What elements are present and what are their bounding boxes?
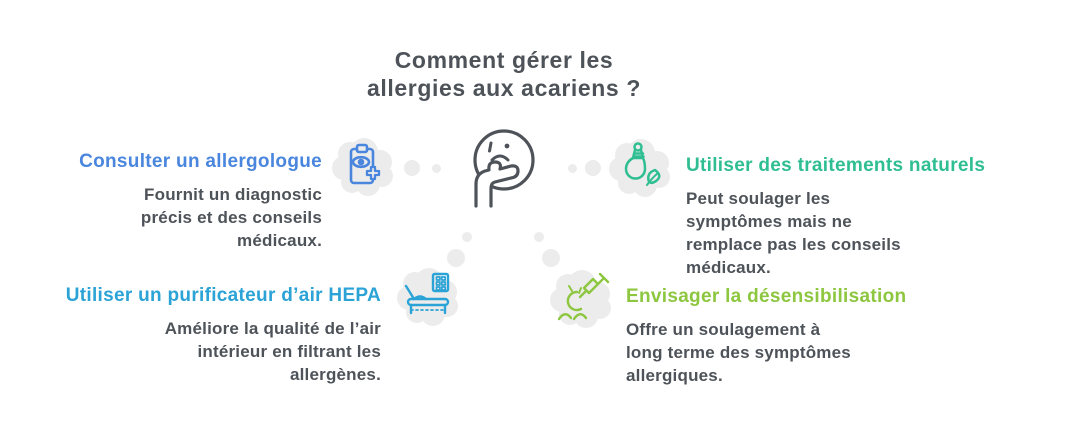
cloud-bubble	[397, 268, 458, 326]
body-line: Fournit un diagnostic	[144, 185, 322, 204]
body-line: remplace pas les conseils	[686, 235, 901, 254]
page-title: Comment gérer les allergies aux acariens…	[254, 46, 754, 102]
section-heading: Envisager la désensibilisation	[626, 286, 907, 307]
section-body: Fournit un diagnostic précis et des cons…	[2, 183, 322, 252]
section-heading: Utiliser des traitements naturels	[686, 155, 986, 176]
natural-treatments-thought-cloud	[609, 139, 670, 197]
thinking-face-icon	[473, 129, 535, 208]
thought-trail-dot	[534, 232, 544, 242]
mite-syringe-icon	[557, 272, 610, 321]
section-traitements-naturels: Utiliser des traitements naturels Peut s…	[686, 153, 1046, 279]
thought-trail-dot	[542, 249, 560, 267]
thought-trail-dot	[432, 164, 441, 173]
body-line: précis et des conseils	[140, 208, 322, 227]
page-title-line2: allergies aux acariens ?	[367, 75, 641, 101]
body-line: Améliore la qualité de l’air	[164, 319, 381, 338]
section-heading: Utiliser un purificateur d’air HEPA	[65, 285, 381, 306]
body-line: médicaux.	[237, 231, 322, 250]
section-body: Offre un soulagement à long terme des sy…	[626, 318, 986, 387]
body-line: médicaux.	[686, 258, 771, 277]
hepa-purifier-thought-cloud	[397, 268, 458, 326]
section-purificateur-hepa: Utiliser un purificateur d’air HEPA Amél…	[11, 283, 381, 386]
section-heading: Consulter un allergologue	[79, 151, 322, 172]
section-body: Peut soulager les symptômes mais ne remp…	[686, 187, 1046, 279]
cloud-bubble	[609, 139, 670, 197]
thought-trail-dot	[462, 232, 472, 242]
bed-air-purifier-icon	[404, 272, 450, 315]
clipboard-eye-plus-icon	[349, 143, 381, 185]
body-line: intérieur en filtrant les	[197, 342, 381, 361]
body-line: allergènes.	[289, 365, 381, 384]
section-desensibilisation: Envisager la désensibilisation Offre un …	[626, 284, 986, 387]
body-line: Offre un soulagement à	[626, 320, 821, 339]
body-line: long terme des symptômes	[626, 343, 851, 362]
thought-trail-dot	[568, 164, 577, 173]
thought-trail-dot	[404, 160, 420, 176]
thought-trail-dot	[447, 249, 465, 267]
thought-trail-dot	[585, 160, 601, 176]
dropper-bottle-leaf-icon	[624, 142, 661, 186]
section-consulter-allergologue: Consulter un allergologue Fournit un dia…	[2, 149, 322, 252]
body-line: Peut soulager les	[686, 189, 831, 208]
page-title-line1: Comment gérer les	[394, 47, 614, 73]
body-line: symptômes mais ne	[686, 212, 852, 231]
allergist-thought-cloud	[332, 138, 393, 196]
body-line: allergiques.	[626, 366, 723, 385]
section-body: Améliore la qualité de l’air intérieur e…	[11, 317, 381, 386]
desensitization-thought-cloud	[550, 270, 611, 328]
